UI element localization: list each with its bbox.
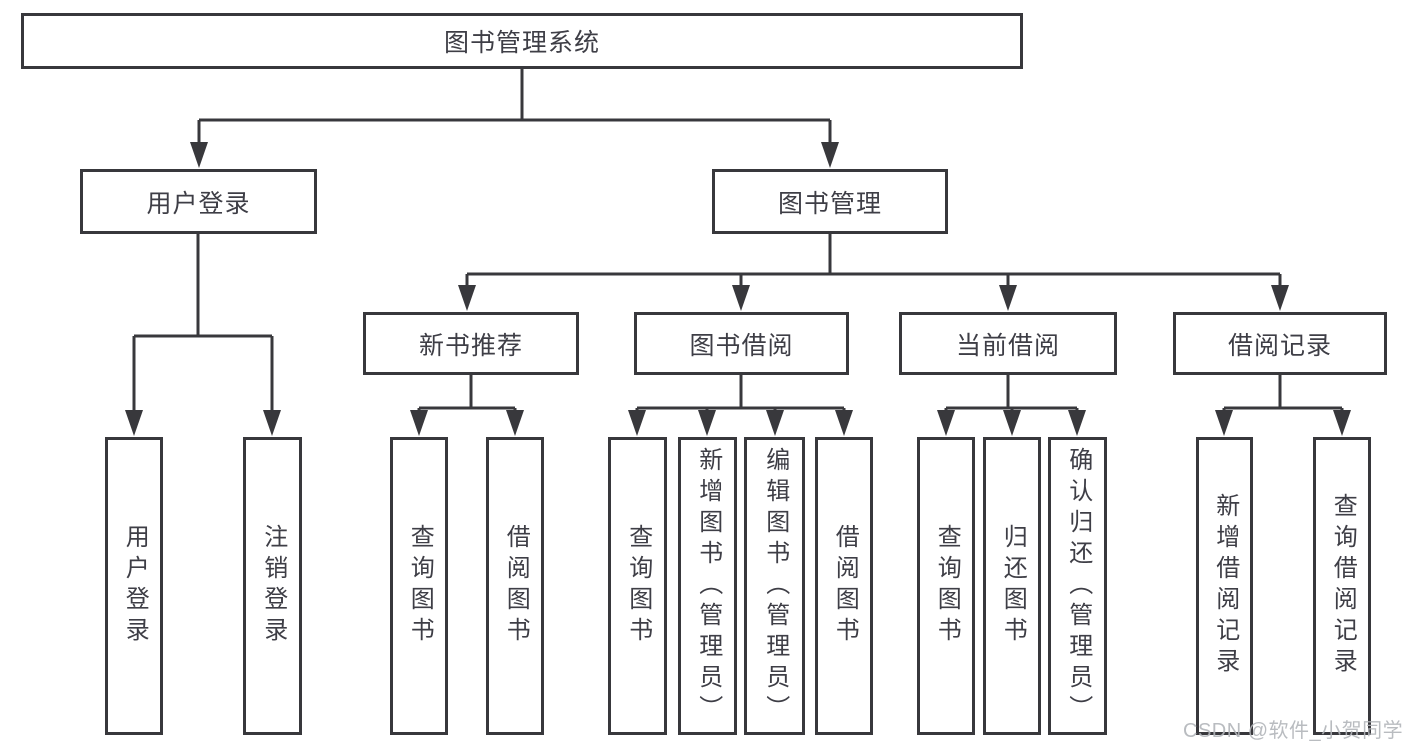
node-label: 查询图书 — [933, 524, 961, 648]
leaf-user-login: 用户登录 — [105, 437, 163, 735]
node-new-book-recommend: 新书推荐 — [363, 312, 579, 375]
node-label: 编辑图书（管理员） — [761, 446, 789, 726]
node-label: 新增图书（管理员） — [694, 446, 722, 726]
leaf-query-books-current: 查询图书 — [917, 437, 975, 735]
node-label: 图书管理系统 — [443, 29, 600, 57]
node-label: 用户登录 — [146, 189, 251, 218]
node-label: 归还图书 — [999, 524, 1027, 648]
node-current-borrowing: 当前借阅 — [899, 312, 1117, 375]
node-label: 借阅记录 — [1227, 331, 1332, 360]
watermark: CSDN @软件_小贺同学 — [1183, 720, 1404, 742]
node-label: 注销登录 — [259, 524, 287, 648]
leaf-query-borrow-record: 查询借阅记录 — [1313, 437, 1371, 735]
node-label: 当前借阅 — [955, 331, 1060, 360]
node-label: 新书推荐 — [418, 331, 523, 360]
node-label: 用户登录 — [121, 524, 149, 648]
node-label: 图书借阅 — [689, 331, 794, 360]
node-user-login: 用户登录 — [80, 169, 317, 234]
node-label: 查询借阅记录 — [1329, 493, 1357, 679]
leaf-borrow-books: 借阅图书 — [815, 437, 873, 735]
leaf-confirm-return-admin: 确认归还（管理员） — [1048, 437, 1107, 735]
node-label: 借阅图书 — [831, 524, 859, 648]
node-label: 图书管理 — [777, 189, 882, 218]
leaf-add-borrow-record: 新增借阅记录 — [1196, 437, 1253, 735]
leaf-return-books: 归还图书 — [983, 437, 1041, 735]
node-label: 查询图书 — [406, 524, 434, 648]
node-borrowing-records: 借阅记录 — [1173, 312, 1387, 375]
node-label: 查询图书 — [624, 524, 652, 648]
leaf-query-books-recommend: 查询图书 — [390, 437, 448, 735]
node-label: 借阅图书 — [502, 524, 530, 648]
leaf-add-book-admin: 新增图书（管理员） — [678, 437, 737, 735]
leaf-logout: 注销登录 — [243, 437, 302, 735]
node-book-management: 图书管理 — [712, 169, 948, 234]
leaf-borrow-books-recommend: 借阅图书 — [486, 437, 544, 735]
node-library-management-system: 图书管理系统 — [21, 13, 1023, 69]
node-book-borrowing: 图书借阅 — [634, 312, 849, 375]
node-label: 新增借阅记录 — [1211, 493, 1239, 679]
node-label: 确认归还（管理员） — [1064, 446, 1092, 726]
leaf-query-books-borrowing: 查询图书 — [608, 437, 667, 735]
leaf-edit-book-admin: 编辑图书（管理员） — [744, 437, 805, 735]
